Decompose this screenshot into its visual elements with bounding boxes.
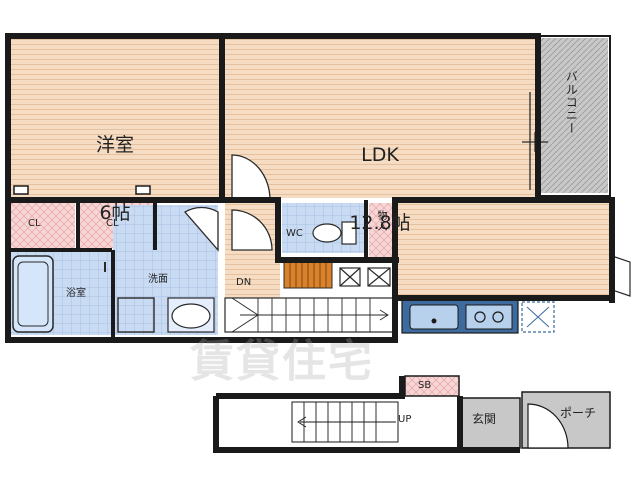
ldk-label: LDK 12.8帖 — [320, 98, 440, 258]
stair-down-label: DN — [236, 277, 252, 288]
shoe-box — [404, 375, 460, 397]
western-room-name: 洋室 — [95, 133, 134, 156]
closet-1-label: CL — [28, 218, 41, 229]
western-room-floor — [10, 38, 220, 198]
hall-door[interactable] — [231, 209, 273, 251]
ldk-size: 12.8帖 — [349, 211, 411, 234]
balcony-frame — [537, 35, 611, 197]
ldk-floor — [225, 38, 535, 198]
western-room-size: 6帖 — [99, 201, 131, 224]
stove — [465, 304, 513, 330]
washroom-door[interactable] — [183, 206, 219, 252]
washroom-label: 洗面 — [148, 274, 168, 285]
storage-area — [369, 203, 393, 260]
porch-label: ポーチ — [560, 406, 597, 420]
storage-label: 物入 — [375, 210, 386, 232]
ldk-name: LDK — [361, 143, 399, 166]
toilet-bowl — [312, 223, 342, 243]
shoe-box-label: SB — [418, 380, 432, 391]
watermark: 賃貸住宅 — [190, 336, 374, 387]
closet-1-area — [10, 203, 75, 248]
balcony-label: バルコニー — [564, 70, 579, 135]
washing-machine-pan — [117, 297, 155, 333]
entrance-label: 玄関 — [472, 412, 497, 426]
ldk-lower-floor — [396, 198, 610, 298]
stair-up-label: UP — [398, 414, 412, 425]
kitchen-sink — [409, 304, 459, 330]
entrance-door[interactable] — [527, 403, 569, 449]
balcony-area — [540, 38, 608, 193]
toilet-tank — [341, 221, 357, 245]
western-room-label: 洋室 6帖 — [60, 88, 170, 248]
vent-boxes — [339, 267, 391, 287]
wc-label: WC — [286, 228, 303, 239]
bathtub — [12, 255, 54, 333]
bath-label: 浴室 — [66, 288, 86, 299]
closet-2-label: CL — [106, 218, 119, 229]
